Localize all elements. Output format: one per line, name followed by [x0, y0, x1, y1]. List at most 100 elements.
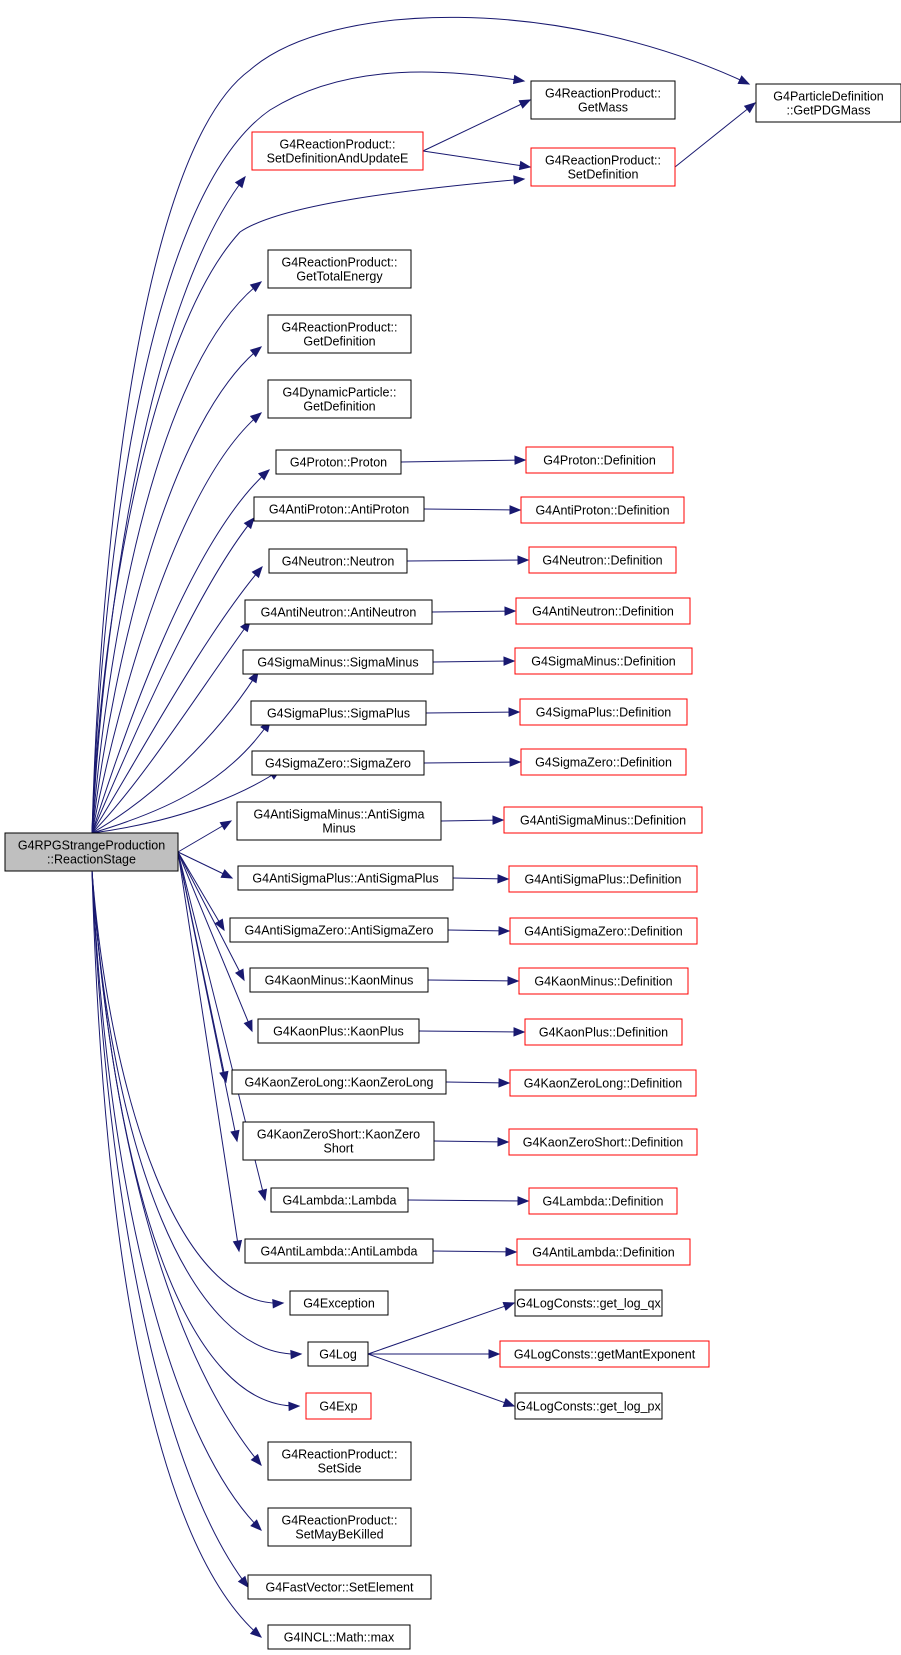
node-kaonzerolongdef[interactable]: G4KaonZeroLong::Definition: [509, 1069, 697, 1097]
node-label-sigmazerodef-line-1: G4SigmaZero::Definition: [535, 756, 672, 770]
node-antisigmaminus[interactable]: G4AntiSigmaMinus::AntiSigmaMinus: [236, 801, 442, 841]
edge-neutron-to-neutrondef: [406, 559, 529, 562]
node-label-exception-line-1: G4Exception: [303, 1297, 375, 1311]
node-sigmaplusdef[interactable]: G4SigmaPlus::Definition: [519, 698, 688, 726]
edge-root-to-kaonplus-arrowhead: [243, 1019, 253, 1033]
edge-root-to-antisigmazero-arrowhead: [214, 918, 225, 932]
node-antisigmaplus[interactable]: G4AntiSigmaPlus::AntiSigmaPlus: [237, 865, 454, 891]
node-setside[interactable]: G4ReactionProduct::SetSide: [267, 1441, 412, 1481]
node-kaonzeroshort[interactable]: G4KaonZeroShort::KaonZeroShort: [242, 1121, 435, 1161]
edge-root-to-setdefupd: [91, 176, 246, 834]
node-label-rpgetdef-line-1: G4ReactionProduct::: [281, 321, 397, 335]
edge-root-to-log: [91, 870, 302, 1355]
node-antisigmazero[interactable]: G4AntiSigmaZero::AntiSigmaZero: [229, 917, 449, 943]
node-label-neutron-line-1: G4Neutron::Neutron: [282, 555, 395, 569]
node-kaonminus[interactable]: G4KaonMinus::KaonMinus: [249, 967, 429, 993]
node-setmay[interactable]: G4ReactionProduct::SetMayBeKilled: [267, 1507, 412, 1547]
edge-antiproton-to-antiprotondef-arrowhead: [509, 505, 522, 515]
node-sigmazerodef[interactable]: G4SigmaZero::Definition: [520, 748, 687, 776]
edge-root-to-setdefupd-arrowhead: [234, 175, 246, 189]
node-getmass[interactable]: G4ReactionProduct::GetMass: [530, 80, 676, 120]
node-label-antilambdadef-line-1: G4AntiLambda::Definition: [532, 1246, 674, 1260]
node-label-exp-line-1: G4Exp: [319, 1400, 357, 1414]
node-box-getmass: [530, 80, 676, 120]
node-antilambdadef[interactable]: G4AntiLambda::Definition: [516, 1238, 691, 1266]
node-proton[interactable]: G4Proton::Proton: [275, 449, 402, 475]
node-label-kaonzerolongdef-line-1: G4KaonZeroLong::Definition: [524, 1077, 682, 1091]
node-log[interactable]: G4Log: [307, 1341, 369, 1367]
node-kaonzeroshortdef[interactable]: G4KaonZeroShort::Definition: [508, 1128, 698, 1156]
node-gettote[interactable]: G4ReactionProduct::GetTotalEnergy: [267, 249, 412, 289]
node-label-logpx-line-1: G4LogConsts::get_log_px: [516, 1400, 661, 1414]
node-logpx[interactable]: G4LogConsts::get_log_px: [514, 1392, 663, 1420]
node-sigmazero[interactable]: G4SigmaZero::SigmaZero: [251, 750, 425, 776]
node-mathmax[interactable]: G4INCL::Math::max: [267, 1624, 411, 1650]
node-antineutron[interactable]: G4AntiNeutron::AntiNeutron: [244, 599, 433, 625]
edge-root-to-setmay-arrowhead: [250, 1519, 262, 1531]
node-antisigmaplusdef[interactable]: G4AntiSigmaPlus::Definition: [508, 865, 698, 893]
edge-root-to-proton: [91, 469, 270, 834]
edge-root-to-sigmaminus-arrowhead: [248, 670, 259, 684]
node-kaonplusdef[interactable]: G4KaonPlus::Definition: [524, 1018, 683, 1046]
node-antisigmazerodef[interactable]: G4AntiSigmaZero::Definition: [509, 917, 698, 945]
edge-kaonzerolong-to-kaonzerolongdef-arrowhead: [498, 1078, 511, 1088]
node-box-antisigmaminusdef: [503, 806, 703, 834]
node-antiprotondef[interactable]: G4AntiProton::Definition: [520, 496, 685, 524]
node-sigmaminusdef[interactable]: G4SigmaMinus::Definition: [514, 647, 693, 675]
node-exception[interactable]: G4Exception: [289, 1290, 389, 1316]
edge-neutron-to-neutrondef-arrowhead: [517, 555, 530, 565]
node-box-antisigmaminus: [236, 801, 442, 841]
node-label-antisigmazerodef-line-1: G4AntiSigmaZero::Definition: [524, 925, 682, 939]
node-neutrondef[interactable]: G4Neutron::Definition: [528, 546, 677, 574]
node-label-protondef-line-1: G4Proton::Definition: [543, 454, 656, 468]
edge-root-to-mathmax: [91, 870, 262, 1638]
node-box-sigmaminus: [242, 649, 434, 675]
node-antisigmaminusdef[interactable]: G4AntiSigmaMinus::Definition: [503, 806, 703, 834]
node-box-antisigmaplus: [237, 865, 454, 891]
node-lambda[interactable]: G4Lambda::Lambda: [270, 1187, 409, 1213]
node-kaonzerolong[interactable]: G4KaonZeroLong::KaonZeroLong: [231, 1069, 447, 1095]
edge-root-to-kaonminus-arrowhead: [234, 968, 245, 982]
node-box-kaonzeroshortdef: [508, 1128, 698, 1156]
node-setdef[interactable]: G4ReactionProduct::SetDefinition: [530, 147, 676, 187]
node-setdefupd[interactable]: G4ReactionProduct::SetDefinitionAndUpdat…: [251, 131, 424, 171]
node-label-sigmazero-line-1: G4SigmaZero::SigmaZero: [265, 757, 411, 771]
node-antiproton[interactable]: G4AntiProton::AntiProton: [253, 496, 425, 522]
node-setelement[interactable]: G4FastVector::SetElement: [247, 1574, 432, 1600]
node-dpgetdef[interactable]: G4DynamicParticle::GetDefinition: [267, 379, 412, 419]
edge-root-to-setside: [91, 870, 262, 1466]
node-box-antisigmazero: [229, 917, 449, 943]
node-neutron[interactable]: G4Neutron::Neutron: [268, 548, 408, 574]
node-protondef[interactable]: G4Proton::Definition: [525, 446, 674, 474]
node-logmant[interactable]: G4LogConsts::getMantExponent: [499, 1340, 710, 1368]
edge-setdefupd-to-getmass-arrowhead: [518, 99, 532, 109]
edge-root-to-proton-arrowhead: [257, 469, 271, 481]
edge-proton-to-protondef: [400, 459, 526, 463]
node-box-log: [307, 1341, 369, 1367]
node-getpdgmass[interactable]: G4ParticleDefinition::GetPDGMass: [755, 83, 901, 123]
node-exp[interactable]: G4Exp: [305, 1392, 372, 1420]
node-sigmaplus[interactable]: G4SigmaPlus::SigmaPlus: [250, 700, 427, 726]
node-box-antilambda: [244, 1238, 434, 1264]
node-rpgetdef[interactable]: G4ReactionProduct::GetDefinition: [267, 314, 412, 354]
edge-root-to-dpgetdef-arrowhead: [249, 412, 263, 424]
node-box-dpgetdef: [267, 379, 412, 419]
edges-layer: [91, 16, 757, 1638]
node-label-neutrondef-line-1: G4Neutron::Definition: [542, 554, 662, 568]
edge-root-to-lambda-arrowhead: [257, 1188, 268, 1202]
edge-kaonminus-to-kaonminusdef-arrowhead: [507, 976, 520, 986]
node-kaonminusdef[interactable]: G4KaonMinus::Definition: [518, 967, 689, 995]
node-kaonplus[interactable]: G4KaonPlus::KaonPlus: [257, 1018, 420, 1044]
edge-root-to-getpdgmass-arrowhead: [737, 75, 751, 85]
node-lambdadef[interactable]: G4Lambda::Definition: [528, 1187, 678, 1215]
edge-root-to-kaonzeroshort: [177, 851, 238, 1142]
edge-log-to-logmant-arrowhead: [488, 1349, 501, 1359]
node-root[interactable]: G4RPGStrangeProduction::ReactionStage: [4, 832, 179, 872]
node-antilambda[interactable]: G4AntiLambda::AntiLambda: [244, 1238, 434, 1264]
node-box-antineutron: [244, 599, 433, 625]
node-logqx[interactable]: G4LogConsts::get_log_qx: [514, 1289, 663, 1317]
node-antineutrondef[interactable]: G4AntiNeutron::Definition: [515, 597, 691, 625]
node-label-gettote-line-1: G4ReactionProduct::: [281, 256, 397, 270]
edge-root-to-setdef: [91, 178, 525, 834]
node-sigmaminus[interactable]: G4SigmaMinus::SigmaMinus: [242, 649, 434, 675]
